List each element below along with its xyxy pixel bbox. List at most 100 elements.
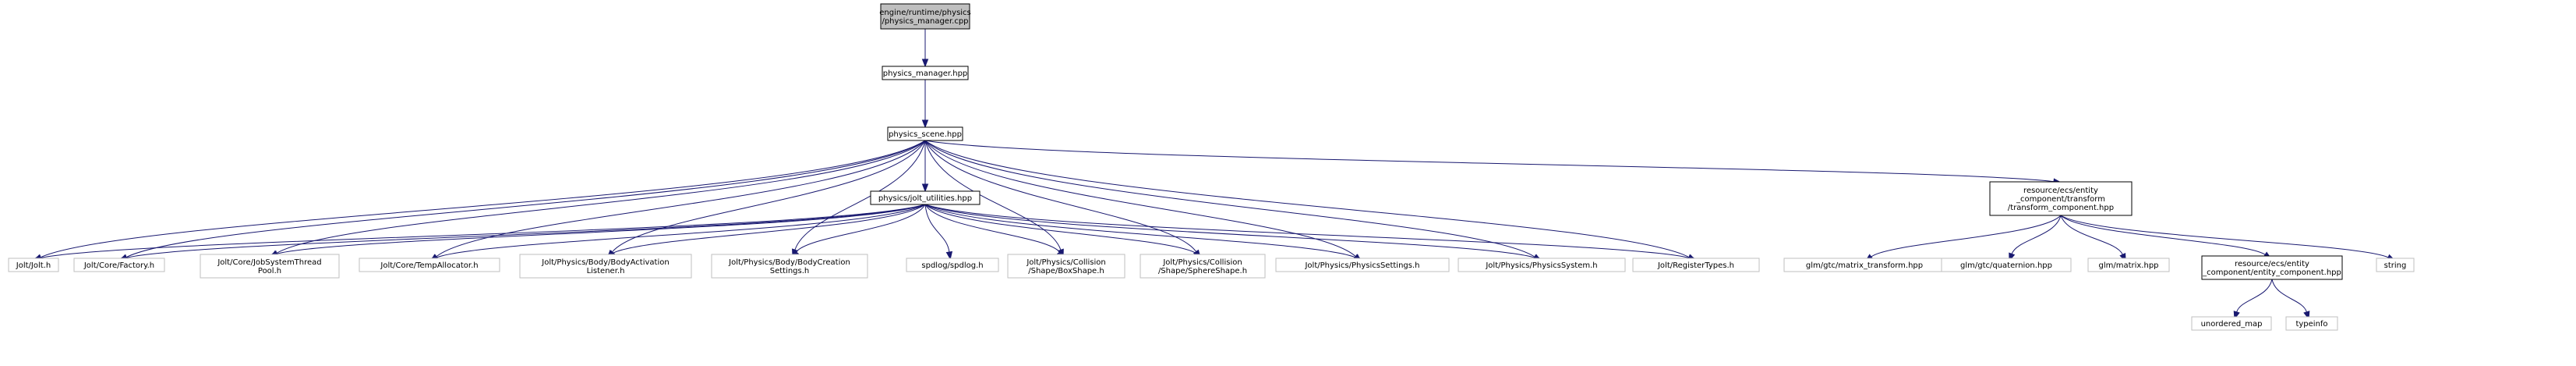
edge-line bbox=[924, 204, 1535, 258]
node-box bbox=[870, 190, 981, 205]
edge-line bbox=[924, 204, 950, 253]
node-root[interactable]: engine/runtime/physics/physics_manager.c… bbox=[879, 3, 971, 30]
node-box bbox=[1007, 254, 1125, 279]
node-label: glm/matrix.hpp bbox=[2098, 261, 2158, 270]
node-box bbox=[1941, 258, 2072, 272]
node-physics-manager-hpp[interactable]: physics_manager.hpp bbox=[882, 66, 969, 80]
edge-transform-component-hpp-to-matrix-transform-hpp bbox=[1864, 215, 2062, 262]
node-box bbox=[1140, 254, 1266, 279]
node-box-shape-h: Jolt/Physics/Collision/Shape/BoxShape.h bbox=[1007, 254, 1125, 279]
node-entity-component-hpp[interactable]: resource/ecs/entity_component/entity_com… bbox=[2201, 255, 2343, 280]
node-string: string bbox=[2376, 258, 2415, 272]
node-label: Jolt/Physics/PhysicsSystem.h bbox=[1485, 261, 1597, 270]
node-label: Jolt/Physics/Collision bbox=[1162, 258, 1242, 267]
edge-arrowhead bbox=[921, 183, 929, 193]
edge-line bbox=[2011, 215, 2062, 254]
edge-physics-scene-hpp-to-jolt-utilities-hpp bbox=[921, 140, 929, 193]
edge-physics-scene-hpp-to-transform-component-hpp bbox=[924, 140, 2062, 185]
node-label: Jolt/Physics/Body/BodyCreation bbox=[728, 258, 850, 267]
node-box bbox=[887, 126, 963, 141]
node-physics-scene-hpp[interactable]: physics_scene.hpp bbox=[887, 126, 963, 141]
node-label: Listener.h bbox=[587, 267, 625, 275]
edge-line bbox=[924, 140, 1062, 251]
node-box bbox=[880, 3, 970, 30]
node-box bbox=[1989, 181, 2133, 216]
edge-arrowhead bbox=[921, 119, 929, 129]
edge-line bbox=[40, 140, 926, 258]
edge-jolt-utilities-hpp-to-temp-allocator-h bbox=[429, 204, 926, 261]
node-box bbox=[1275, 258, 1450, 272]
node-matrix-hpp: glm/matrix.hpp bbox=[2087, 258, 2170, 272]
node-typeinfo: typeinfo bbox=[2285, 316, 2338, 331]
node-physics-system-h: Jolt/Physics/PhysicsSystem.h bbox=[1458, 258, 1626, 272]
node-label: Jolt/RegisterTypes.h bbox=[1657, 261, 1734, 270]
node-register-types-h: Jolt/RegisterTypes.h bbox=[1632, 258, 1760, 272]
node-box bbox=[711, 254, 868, 279]
node-label: resource/ecs/entity bbox=[2235, 260, 2309, 268]
edge-entity-component-hpp-to-typeinfo bbox=[2271, 279, 2310, 320]
node-box bbox=[73, 258, 165, 272]
node-label: /Shape/BoxShape.h bbox=[1028, 267, 1104, 275]
node-label: physics/jolt_utilities.hpp bbox=[878, 194, 972, 203]
edge-arrowhead bbox=[921, 59, 929, 68]
node-box bbox=[2285, 316, 2338, 331]
edge-line bbox=[924, 204, 1060, 253]
edge-line bbox=[2060, 215, 2266, 255]
edge-line bbox=[924, 140, 1690, 258]
edge-jolt-utilities-hpp-to-box-shape-h bbox=[924, 204, 1065, 259]
edge-line bbox=[2271, 279, 2307, 313]
node-label: typeinfo bbox=[2295, 320, 2327, 329]
node-label: physics_scene.hpp bbox=[889, 130, 962, 139]
node-temp-allocator-h: Jolt/Core/TempAllocator.h bbox=[359, 258, 500, 272]
node-box bbox=[882, 66, 969, 80]
edge-transform-component-hpp-to-entity-component-hpp bbox=[2060, 215, 2272, 260]
edge-jolt-utilities-hpp-to-physics-settings-h bbox=[924, 204, 1363, 261]
node-label: glm/gtc/matrix_transform.hpp bbox=[1806, 261, 1923, 270]
edge-root-to-physics-manager-hpp bbox=[921, 28, 929, 68]
edge-line bbox=[924, 140, 2055, 183]
edge-entity-component-hpp-to-unordered-map bbox=[2233, 279, 2273, 320]
node-label: Jolt/Core/TempAllocator.h bbox=[380, 261, 478, 270]
edge-jolt-utilities-hpp-to-register-types-h bbox=[924, 204, 1698, 261]
node-matrix-transform-hpp: glm/gtc/matrix_transform.hpp bbox=[1783, 258, 1945, 272]
edge-physics-scene-hpp-to-jolt-h bbox=[33, 140, 926, 261]
edge-jolt-utilities-hpp-to-physics-system-h bbox=[924, 204, 1542, 261]
node-label: /transform_component.hpp bbox=[2008, 204, 2114, 212]
edge-line bbox=[612, 204, 926, 254]
node-label: Pool.h bbox=[258, 267, 281, 275]
node-body-activation-listener-h: Jolt/Physics/Body/BodyActivationListener… bbox=[519, 254, 692, 279]
edge-line bbox=[276, 204, 926, 254]
edge-physics-scene-hpp-to-physics-system-h bbox=[924, 140, 1542, 262]
edge-line bbox=[436, 204, 926, 258]
node-box bbox=[1458, 258, 1626, 272]
edge-line bbox=[924, 140, 1535, 258]
edge-line bbox=[796, 204, 926, 253]
node-quaternion-hpp: glm/gtc/quaternion.hpp bbox=[1941, 258, 2072, 272]
edge-line bbox=[125, 140, 926, 258]
node-label: resource/ecs/entity bbox=[2023, 187, 2098, 195]
node-box bbox=[2191, 316, 2272, 331]
node-label: Jolt/Core/JobSystemThread bbox=[217, 258, 321, 267]
edge-jolt-utilities-hpp-to-spdlog-h bbox=[924, 204, 953, 261]
edge-line bbox=[924, 204, 1196, 254]
node-factory-h: Jolt/Core/Factory.h bbox=[73, 258, 165, 272]
node-jolt-utilities-hpp[interactable]: physics/jolt_utilities.hpp bbox=[870, 190, 981, 205]
node-label: Jolt/Physics/Body/BodyActivation bbox=[541, 258, 669, 267]
edge-arrowhead bbox=[945, 251, 953, 261]
node-label: Jolt/Physics/Collision bbox=[1026, 258, 1105, 267]
node-label: Settings.h bbox=[770, 267, 810, 275]
node-label: unordered_map bbox=[2201, 320, 2263, 329]
node-box bbox=[519, 254, 692, 279]
node-label: string bbox=[2384, 261, 2407, 270]
edge-line bbox=[2236, 279, 2273, 313]
node-transform-component-hpp[interactable]: resource/ecs/entity_component/transform/… bbox=[1989, 181, 2133, 216]
node-jolt-h: Jolt/Jolt.h bbox=[8, 258, 59, 272]
node-label: physics_manager.hpp bbox=[883, 69, 968, 78]
nodes-layer: engine/runtime/physics/physics_manager.c… bbox=[8, 3, 2415, 331]
node-label: Jolt/Physics/PhysicsSettings.h bbox=[1304, 261, 1419, 270]
node-label: Jolt/Jolt.h bbox=[16, 261, 51, 270]
edge-line bbox=[1871, 215, 2062, 258]
edge-line bbox=[436, 140, 926, 258]
